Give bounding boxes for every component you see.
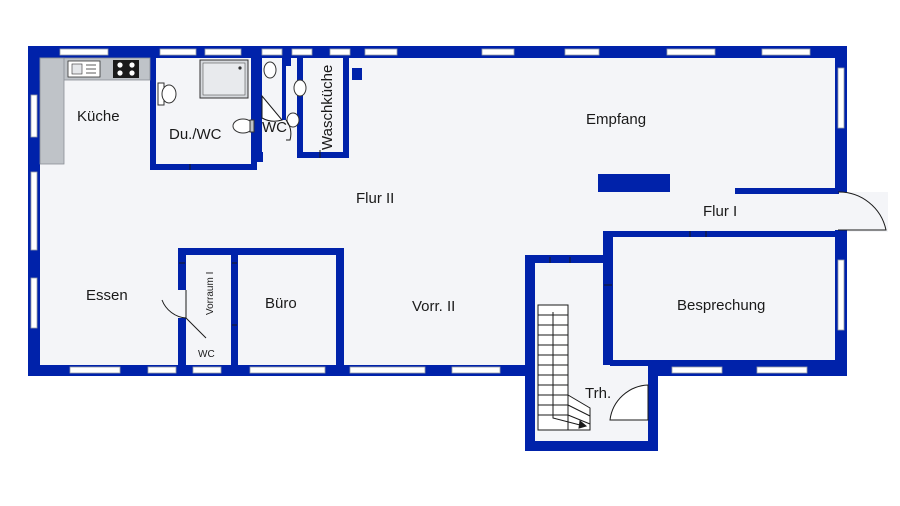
room-label-besprechung: Besprechung xyxy=(677,297,765,314)
room-label-kueche: Küche xyxy=(77,108,120,125)
room-label-waschkueche: Waschküche xyxy=(319,65,336,150)
room-label-treppenhaus: Trh. xyxy=(585,385,611,402)
room-label-flur2: Flur II xyxy=(356,190,394,207)
room-label-wc-bottom: WC xyxy=(198,349,215,360)
stove-icon xyxy=(113,60,139,78)
room-label-vorraum1: Vorraum I xyxy=(205,272,216,315)
door-markers xyxy=(179,150,707,326)
toilet-icon xyxy=(157,82,177,106)
washbasin-icon xyxy=(232,118,255,134)
shower-tray-icon xyxy=(199,59,249,99)
toilet-icon xyxy=(263,61,307,128)
room-label-empfang: Empfang xyxy=(586,111,646,128)
windows xyxy=(30,48,845,374)
room-label-essen: Essen xyxy=(86,287,128,304)
room-label-flur1: Flur I xyxy=(703,203,737,220)
room-label-buero: Büro xyxy=(265,295,297,312)
sink-icon xyxy=(67,60,101,78)
reception-counter xyxy=(598,174,670,192)
floor-area xyxy=(30,48,888,450)
interior-walls xyxy=(150,58,839,368)
room-label-duwc: Du./WC xyxy=(169,126,222,143)
room-label-vorr2: Vorr. II xyxy=(412,298,455,315)
door-swing-icon xyxy=(161,94,887,421)
staircase-icon xyxy=(537,304,591,431)
kitchen-counter xyxy=(39,57,151,165)
room-label-wc-top: WC xyxy=(262,119,287,136)
room-labels: Küche Du./WC WC Waschküche Empfang Flur … xyxy=(77,65,765,402)
